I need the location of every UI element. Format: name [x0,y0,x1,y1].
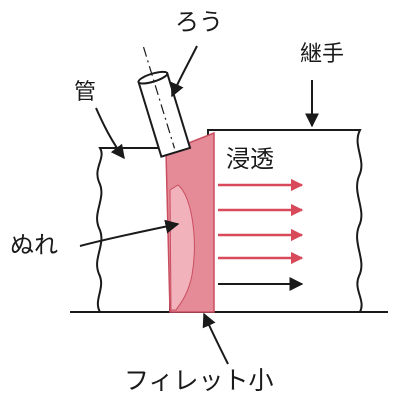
label-brazing-rod: ろう [175,8,223,36]
leader-fillet [202,312,229,365]
leader-wetting [79,219,180,247]
label-joint: 継手 [300,42,345,67]
rod-centerline [142,46,176,149]
penetration-arrows [218,178,304,291]
label-wetting: ぬれ [10,231,58,259]
label-pipe: 管 [74,80,97,105]
joint-block [207,129,363,313]
wetting-highlight [169,184,195,311]
brazing-rod [137,46,192,158]
leader-brazing-rod [170,45,198,98]
label-fillet: フィレット小 [124,366,274,395]
label-penetration: 浸透 [226,145,274,173]
leader-pipe [95,107,125,160]
pipe-block [96,147,171,313]
